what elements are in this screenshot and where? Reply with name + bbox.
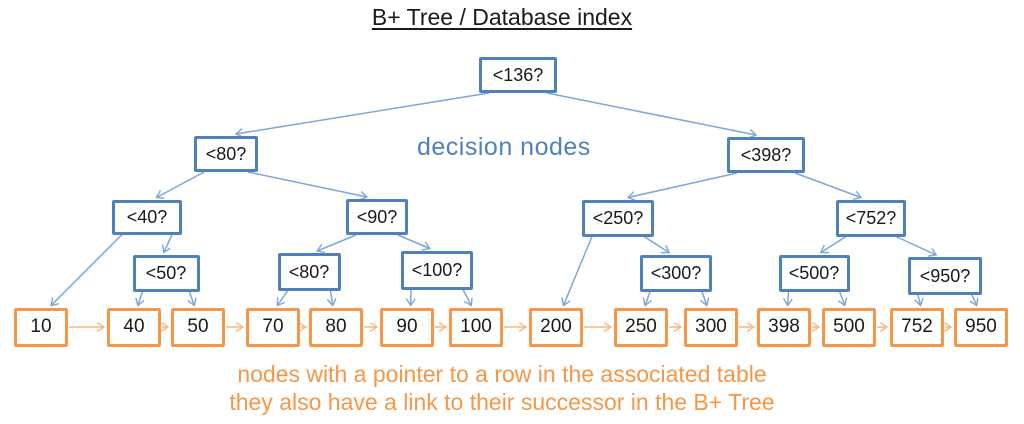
- leaf-node-label: 398: [768, 316, 800, 337]
- connector-line: [164, 234, 173, 253]
- decision-node-80: <80?: [277, 253, 341, 291]
- leaf-node-label: 752: [901, 316, 933, 337]
- leaf-node-label: 70: [262, 316, 284, 337]
- connector-line: [794, 172, 861, 198]
- connector-line: [895, 235, 936, 256]
- decision-node-label: <80?: [205, 143, 247, 164]
- decision-node-label: <398?: [740, 144, 792, 165]
- leaf-node-250: 250: [614, 307, 668, 347]
- decision-node-label: <250?: [592, 207, 644, 228]
- leaf-caption-line2: they also have a link to their successor…: [229, 389, 775, 415]
- connector-line: [702, 291, 707, 306]
- leaf-node-70: 70: [246, 307, 300, 347]
- connector-line: [546, 92, 756, 135]
- connector-line: [397, 234, 430, 249]
- leaf-node-40: 40: [107, 307, 161, 347]
- leaf-node-50: 50: [171, 307, 225, 347]
- leaf-node-752: 752: [890, 307, 944, 347]
- connector-line: [643, 235, 669, 253]
- leaf-node-label: 500: [833, 316, 865, 337]
- decision-node-label: <136?: [492, 64, 544, 85]
- leaf-node-label: 40: [123, 316, 145, 337]
- decision-node-398: <398?: [727, 137, 805, 173]
- tree-edges: [51, 92, 977, 306]
- leaf-node-90: 90: [380, 307, 434, 347]
- leaf-node-label: 950: [965, 316, 997, 337]
- leaf-node-80: 80: [309, 307, 363, 347]
- leaf-node-label: 10: [30, 316, 52, 337]
- leaf-node-10: 10: [14, 307, 68, 347]
- leaf-node-label: 90: [396, 316, 418, 337]
- leaf-node-label: 200: [540, 316, 572, 337]
- leaf-node-label: 80: [325, 316, 347, 337]
- connector-line: [247, 171, 367, 197]
- leaf-node-950: 950: [954, 307, 1008, 347]
- decision-node-label: <500?: [788, 262, 840, 283]
- connector-line: [972, 294, 977, 306]
- decision-node-label: <50?: [145, 262, 187, 283]
- connector-line: [788, 291, 789, 306]
- leaf-node-300: 300: [684, 307, 738, 347]
- connector-line: [918, 294, 920, 306]
- page-title: B+ Tree / Database index: [371, 4, 633, 30]
- decision-node-label: <90?: [356, 206, 398, 227]
- leaf-node-label: 300: [695, 316, 727, 337]
- connector-line: [156, 171, 205, 198]
- decision-node-90: <90?: [346, 199, 408, 235]
- connector-line: [331, 290, 333, 306]
- connector-line: [645, 291, 650, 306]
- connector-line: [563, 236, 593, 306]
- leaf-node-label: 250: [625, 316, 657, 337]
- connector-line: [821, 235, 847, 253]
- connector-line: [236, 92, 490, 134]
- decision-node-label: <950?: [919, 265, 971, 286]
- decision-node-label: <752?: [845, 207, 897, 228]
- decision-node-136: <136?: [479, 57, 557, 93]
- decision-nodes-annotation: decision nodes: [417, 133, 591, 161]
- connector-line: [462, 289, 471, 306]
- decision-node-250: <250?: [582, 199, 654, 237]
- decision-node-label: <300?: [650, 262, 702, 283]
- leaf-caption-line1: nodes with a pointer to a row in the ass…: [237, 361, 767, 387]
- leaf-node-label: 50: [187, 316, 209, 337]
- decision-node-label: <100?: [411, 259, 463, 280]
- decision-node-40: <40?: [112, 199, 182, 235]
- connector-line: [190, 291, 195, 306]
- decision-node-50: <50?: [132, 254, 200, 292]
- leaf-node-398: 398: [757, 307, 811, 347]
- connector-line: [277, 290, 289, 306]
- decision-node-label: <40?: [126, 206, 168, 227]
- connector-line: [51, 233, 123, 306]
- leaf-node-500: 500: [822, 307, 876, 347]
- decision-node-300: <300?: [640, 254, 712, 292]
- decision-node-label: <80?: [288, 261, 330, 282]
- connector-line: [840, 291, 845, 306]
- leaf-node-100: 100: [449, 307, 503, 347]
- leaf-node-label: 100: [460, 316, 492, 337]
- decision-node-80: <80?: [194, 136, 258, 172]
- connector-line: [317, 234, 357, 251]
- decision-node-950: <950?: [908, 257, 982, 295]
- connector-line: [628, 172, 738, 198]
- decision-node-752: <752?: [836, 199, 906, 237]
- decision-node-100: <100?: [401, 250, 473, 290]
- connector-line: [138, 291, 143, 306]
- leaf-caption: nodes with a pointer to a row in the ass…: [0, 360, 1004, 416]
- leaf-node-200: 200: [529, 307, 583, 347]
- decision-node-500: <500?: [778, 254, 850, 292]
